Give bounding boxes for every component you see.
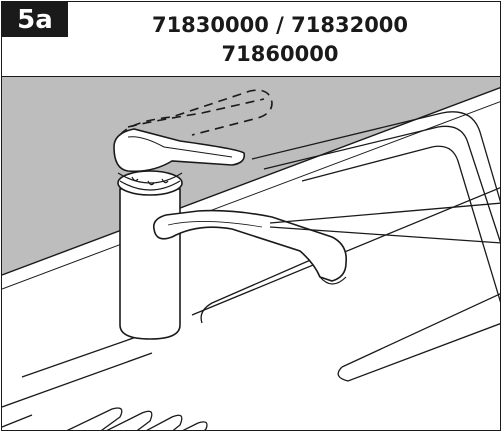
drainer-ridges [2, 334, 208, 430]
tap-collar [117, 172, 183, 191]
model-numbers-line-2: 71860000 [221, 42, 339, 66]
tap-spout [152, 209, 348, 285]
spout-swivel-lines [269, 202, 500, 244]
tap-illustration [2, 77, 500, 430]
step-badge: 5a [2, 2, 68, 37]
sink-basin [191, 111, 500, 382]
lever-handle [113, 128, 246, 173]
lever-handle-raised-dashed [119, 89, 273, 136]
tap-body [117, 170, 183, 340]
wall-backsplash [2, 77, 500, 275]
model-numbers-line-1: 71830000 / 71832000 [151, 13, 409, 37]
panel-header: 5a 71830000 / 71832000 71860000 [2, 2, 500, 77]
